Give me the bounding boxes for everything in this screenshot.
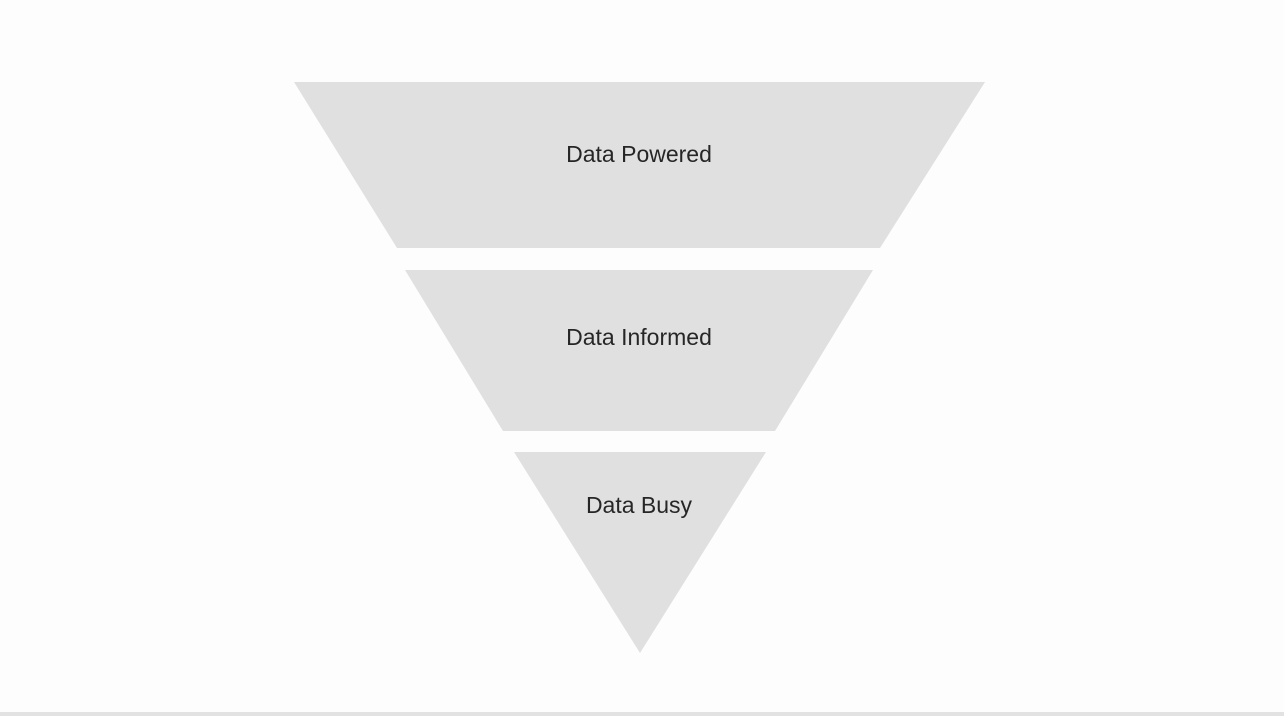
level-label-data-busy: Data Busy <box>586 492 693 518</box>
level-label-data-powered: Data Powered <box>566 141 712 167</box>
level-data-informed <box>405 270 873 431</box>
level-label-data-informed: Data Informed <box>566 324 712 350</box>
level-data-busy <box>514 452 766 653</box>
bottom-divider <box>0 712 1284 716</box>
level-data-powered <box>294 82 985 248</box>
